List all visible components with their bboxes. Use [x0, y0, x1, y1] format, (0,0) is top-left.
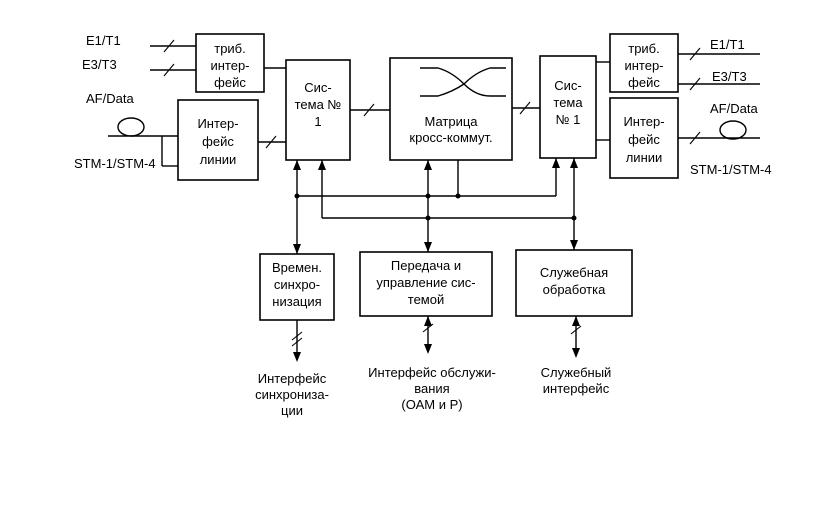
- trib-right-line-1: триб.: [628, 41, 660, 56]
- timing-synchronization-block: Времен. синхро- низация: [259, 253, 335, 321]
- sync-if-line-3: ции: [281, 403, 303, 418]
- service-line-1: Служебная: [540, 265, 608, 280]
- line-if-left-line-3: линии: [200, 152, 237, 167]
- left-stm-label: STM-1/STM-4: [74, 156, 156, 171]
- trib-right-line-2: интер-: [624, 58, 663, 73]
- timing-line-1: Времен.: [272, 260, 322, 275]
- oam-interface-label: Интерфейс обслужи- вания (ОАМ и Р): [368, 365, 496, 412]
- system-control-block: Передача и управление сис- темой: [359, 251, 493, 317]
- system-left-line-3: 1: [314, 114, 321, 129]
- system-right: Сис- тема № 1: [539, 55, 597, 159]
- left-af-label: AF/Data: [86, 91, 134, 106]
- sync-interface-label: Интерфейс синхрониза- ции: [255, 371, 329, 418]
- trib-left-line-3: фейс: [214, 75, 246, 90]
- timing-line-2: синхро-: [274, 277, 320, 292]
- right-block-links: [512, 61, 610, 141]
- matrix-line-2: кросс-коммут.: [409, 130, 492, 145]
- line-if-right-line-1: Интер-: [623, 114, 664, 129]
- left-input-connections: E1/T1 E3/T3 AF/Data STM-1/STM-4: [74, 33, 196, 171]
- trib-left-line-1: триб.: [214, 41, 246, 56]
- sync-if-line-1: Интерфейс: [258, 371, 327, 386]
- oam-if-line-1: Интерфейс обслужи-: [368, 365, 496, 380]
- system-left-line-1: Сис-: [304, 80, 331, 95]
- matrix-line-1: Матрица: [424, 114, 478, 129]
- cross-connect-matrix: Матрица кросс-коммут.: [389, 57, 513, 161]
- line-if-right-line-2: фейс: [628, 132, 660, 147]
- control-line-1: Передача и: [391, 258, 461, 273]
- line-if-left-line-1: Интер-: [197, 116, 238, 131]
- trib-left-line-2: интер-: [210, 58, 249, 73]
- control-line-3: темой: [408, 292, 444, 307]
- line-interface-right: Интер- фейс линии: [609, 97, 679, 179]
- right-input-connections: E1/T1 E3/T3 AF/Data STM-1/STM-4: [678, 37, 772, 177]
- service-processing-block: Служебная обработка: [515, 249, 633, 317]
- right-stm-label: STM-1/STM-4: [690, 162, 772, 177]
- system-right-line-1: Сис-: [554, 78, 581, 93]
- line-if-left-line-2: фейс: [202, 134, 234, 149]
- tributary-interface-right: триб. интер- фейс: [609, 33, 679, 93]
- right-e3-label: E3/T3: [712, 69, 747, 84]
- oam-if-line-2: вания: [414, 381, 449, 396]
- trib-right-line-3: фейс: [628, 75, 660, 90]
- timing-line-3: низация: [272, 294, 321, 309]
- right-af-label: AF/Data: [710, 101, 758, 116]
- oam-if-line-3: (ОАМ и Р): [401, 397, 462, 412]
- arrowheads: [293, 158, 578, 254]
- right-e1-label: E1/T1: [710, 37, 745, 52]
- sync-if-line-2: синхрониза-: [255, 387, 329, 402]
- service-interface-label: Служебный интерфейс: [541, 365, 612, 396]
- control-line-2: управление сис-: [376, 275, 475, 290]
- internal-bus-lines: [296, 158, 575, 254]
- system-left: Сис- тема № 1: [285, 59, 351, 161]
- line-interface-left: Интер- фейс линии: [177, 99, 259, 181]
- left-block-links: [258, 67, 390, 149]
- system-left-line-2: тема №: [295, 97, 342, 112]
- left-fiber-coil-icon: [117, 117, 145, 137]
- left-e1-label: E1/T1: [86, 33, 121, 48]
- line-if-right-line-3: линии: [626, 150, 663, 165]
- system-right-line-3: № 1: [556, 112, 581, 127]
- left-e3-label: E3/T3: [82, 57, 117, 72]
- service-if-line-1: Служебный: [541, 365, 612, 380]
- bus-junctions: [294, 193, 577, 221]
- bottom-interface-links: [291, 316, 582, 362]
- service-line-2: обработка: [543, 282, 606, 297]
- right-fiber-coil-icon: [719, 120, 747, 140]
- tributary-interface-left: триб. интер- фейс: [195, 33, 265, 93]
- service-if-line-2: интерфейс: [543, 381, 610, 396]
- system-right-line-2: тема: [553, 95, 583, 110]
